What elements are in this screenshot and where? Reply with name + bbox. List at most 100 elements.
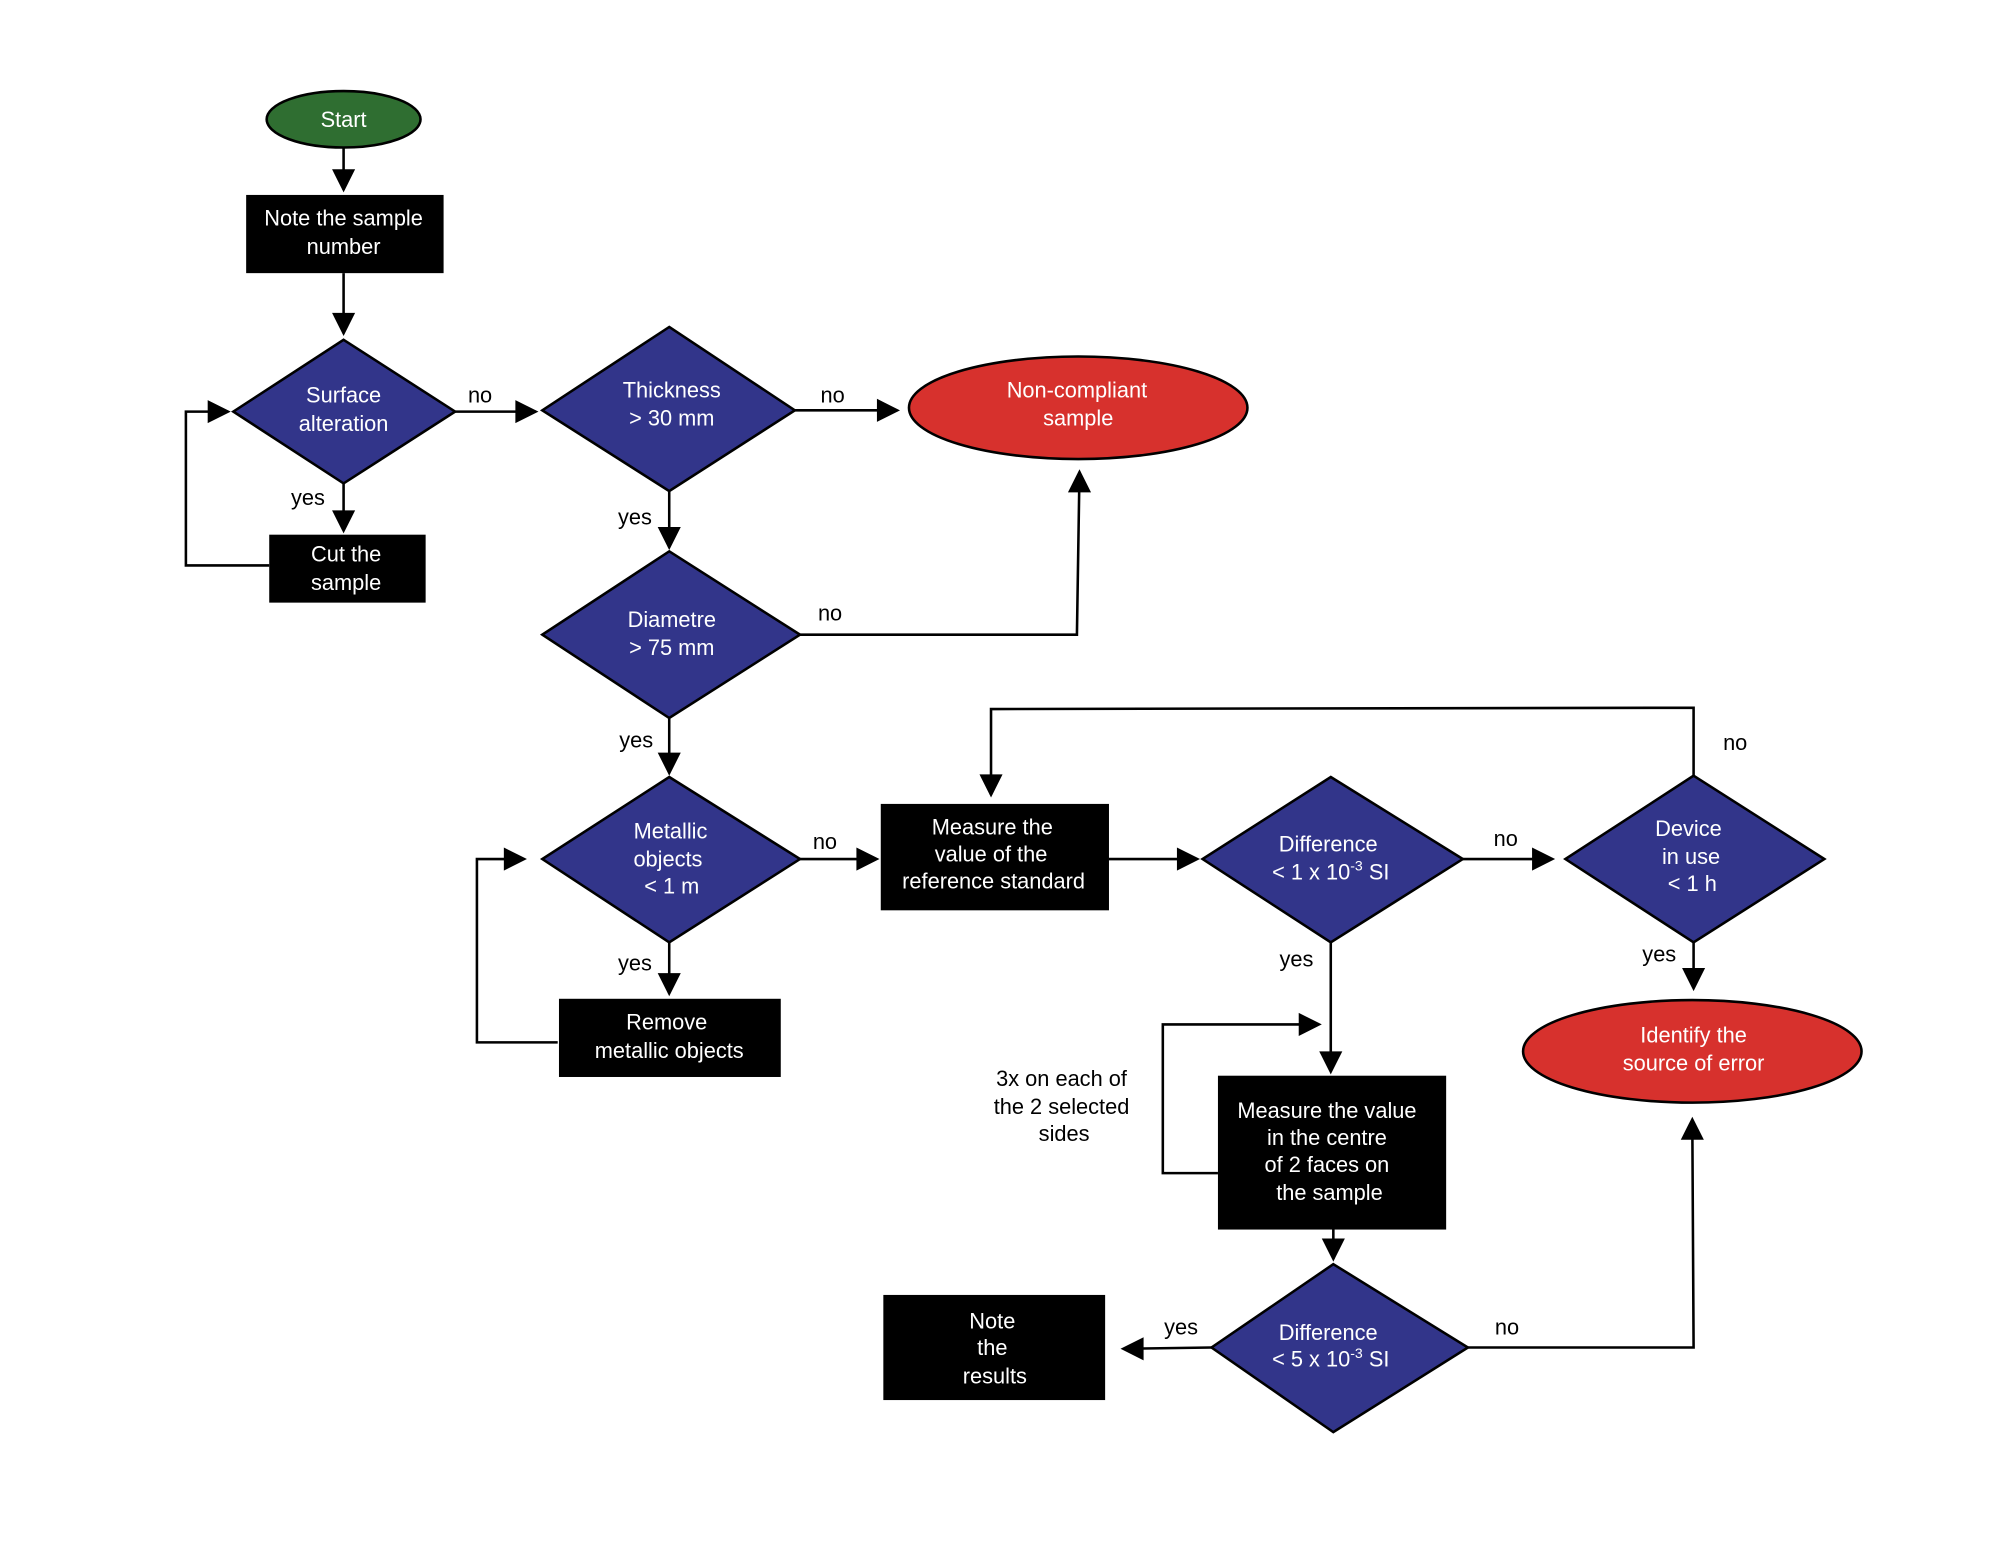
label-yes: yes: [618, 951, 652, 976]
node-note-sample-number[interactable]: Note the sample number: [246, 194, 444, 274]
svg-text:number: number: [307, 234, 381, 259]
arrowhead: [332, 312, 356, 336]
svg-text:the sample: the sample: [1276, 1180, 1383, 1205]
svg-text:of 2 faces on: of 2 faces on: [1265, 1152, 1390, 1177]
label-no: no: [1495, 1315, 1519, 1340]
label-yes: yes: [619, 727, 653, 752]
node-remove-metallic-objects[interactable]: Remove metallic objects: [558, 998, 781, 1077]
arrowhead: [876, 398, 900, 422]
arrowhead: [332, 169, 356, 193]
label-yes: yes: [618, 504, 652, 529]
svg-text:results: results: [963, 1363, 1027, 1388]
label-no: no: [468, 383, 492, 408]
svg-text:Thickness: Thickness: [623, 378, 721, 403]
edge-diametre-noncompliant: [800, 471, 1081, 636]
node-difference-5e-3[interactable]: Difference < 5 x 10-3 SI: [1209, 1262, 1471, 1434]
svg-text:sample: sample: [1043, 406, 1113, 431]
arrowhead: [1120, 1337, 1144, 1361]
label-yes: yes: [1279, 947, 1313, 972]
node-difference-1e-3[interactable]: Difference < 1 x 10-3 SI: [1200, 775, 1466, 944]
svg-text:Identify the: Identify the: [1640, 1022, 1747, 1047]
arrowhead: [332, 510, 356, 534]
arrowhead: [1298, 1012, 1322, 1036]
svg-text:the 2 selected: the 2 selected: [994, 1094, 1130, 1119]
node-metallic-objects[interactable]: Metallic objects < 1 m: [539, 775, 803, 944]
arrowhead: [1176, 847, 1200, 871]
svg-text:Metallic: Metallic: [634, 819, 708, 844]
node-surface-alteration[interactable]: Surface alteration: [230, 338, 458, 485]
svg-text:Diametre: Diametre: [628, 607, 716, 632]
svg-text:metallic objects: metallic objects: [595, 1038, 744, 1063]
arrowhead: [1319, 1051, 1343, 1075]
node-identify-source-of-error[interactable]: Identify the source of error: [1521, 998, 1863, 1104]
node-note-the-results[interactable]: Note the results: [883, 1294, 1106, 1401]
edge-device-measure-ref: [989, 706, 1695, 795]
arrowheads: [207, 169, 1706, 1361]
edge-diff2-identify: [1467, 1120, 1695, 1349]
svg-text:alteration: alteration: [299, 411, 389, 436]
node-non-compliant-sample[interactable]: Non-compliant sample: [907, 355, 1249, 461]
label-yes: yes: [291, 485, 325, 510]
svg-text:< 5 x 10-3 SI: < 5 x 10-3 SI: [1272, 1345, 1389, 1372]
arrowhead: [207, 400, 231, 424]
svg-text:source of error: source of error: [1623, 1051, 1765, 1076]
edge-measure-sample-loop: [1161, 1023, 1318, 1175]
svg-text:sample: sample: [311, 570, 381, 595]
svg-text:Start: Start: [321, 107, 367, 132]
arrowhead: [1321, 1238, 1345, 1262]
label-no: no: [1494, 826, 1518, 851]
svg-text:sides: sides: [1039, 1121, 1090, 1146]
svg-text:Non-compliant: Non-compliant: [1007, 378, 1147, 403]
svg-text:objects: objects: [633, 847, 702, 872]
svg-text:Cut the: Cut the: [311, 542, 381, 567]
svg-text:Note: Note: [969, 1308, 1015, 1333]
label-no: no: [821, 383, 845, 408]
label-no: no: [1723, 730, 1747, 755]
node-diametre[interactable]: Diametre > 75 mm: [539, 549, 803, 720]
arrowhead: [657, 973, 681, 997]
svg-text:Measure the value: Measure the value: [1237, 1098, 1416, 1123]
node-cut-the-sample[interactable]: Cut the sample: [269, 534, 426, 603]
arrowhead: [657, 752, 681, 776]
arrowhead: [856, 847, 880, 871]
svg-text:reference standard: reference standard: [902, 869, 1085, 894]
svg-text:the: the: [977, 1335, 1007, 1360]
arrowhead: [1682, 968, 1706, 992]
svg-text:Surface: Surface: [306, 383, 381, 408]
edge-labels: no yes no yes no yes no yes no yes no ye…: [291, 383, 1747, 1340]
svg-text:Note the sample: Note the sample: [264, 206, 423, 231]
svg-text:Remove: Remove: [626, 1010, 707, 1035]
label-no: no: [813, 829, 837, 854]
svg-text:Device: Device: [1655, 816, 1722, 841]
svg-text:value of the: value of the: [935, 842, 1048, 867]
svg-text:in the centre: in the centre: [1267, 1125, 1387, 1150]
edge-remove-metallic: [475, 857, 558, 1044]
label-yes: yes: [1642, 942, 1676, 967]
node-thickness[interactable]: Thickness > 30 mm: [539, 325, 798, 493]
node-measure-sample[interactable]: Measure the value in the centre of 2 fac…: [1217, 1075, 1447, 1230]
svg-text:Difference: Difference: [1279, 831, 1378, 856]
edges: [184, 147, 1695, 1351]
arrowhead: [657, 526, 681, 551]
node-start[interactable]: Start: [265, 89, 422, 149]
svg-text:> 75 mm: > 75 mm: [629, 635, 714, 660]
label-yes: yes: [1164, 1315, 1198, 1340]
node-measure-reference-standard[interactable]: Measure the value of the reference stand…: [880, 803, 1109, 911]
svg-text:< 1 m: < 1 m: [644, 874, 699, 899]
arrowhead: [1680, 1116, 1704, 1140]
svg-text:< 1 x 10-3 SI: < 1 x 10-3 SI: [1272, 858, 1389, 885]
arrowhead: [1532, 847, 1556, 871]
svg-text:in use: in use: [1662, 844, 1720, 869]
arrowhead: [503, 847, 527, 871]
svg-text:Measure the: Measure the: [932, 815, 1053, 840]
arrowhead: [515, 400, 539, 424]
svg-text:3x on each of: 3x on each of: [996, 1066, 1128, 1091]
label-no: no: [818, 601, 842, 626]
svg-text:Difference: Difference: [1279, 1320, 1378, 1345]
svg-text:< 1 h: < 1 h: [1668, 871, 1717, 896]
loop-annotation: 3x on each of the 2 selected sides: [994, 1066, 1130, 1146]
arrowhead: [1067, 469, 1092, 493]
node-device-in-use[interactable]: Device in use < 1 h: [1563, 774, 1827, 944]
svg-text:> 30 mm: > 30 mm: [629, 406, 714, 431]
